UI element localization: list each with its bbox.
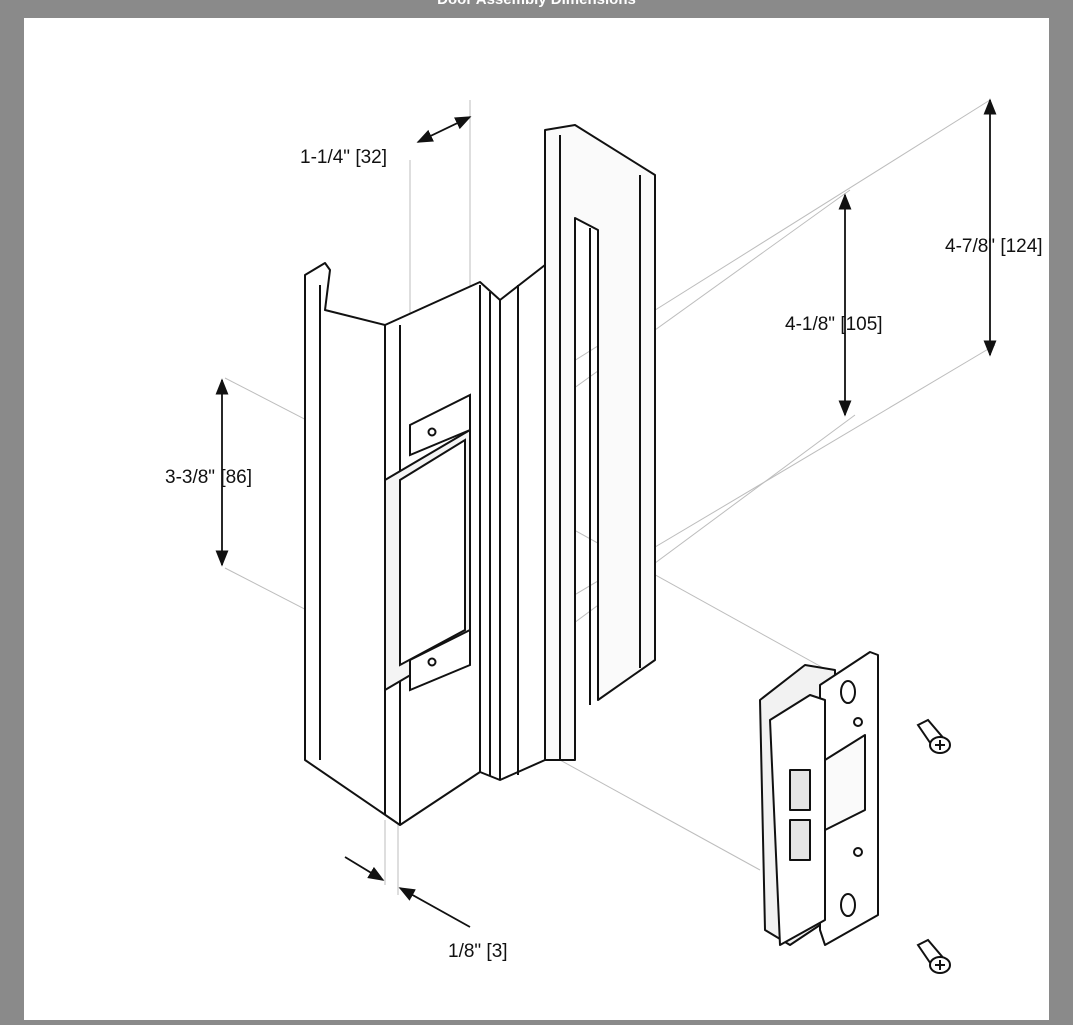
dim-label-inner-height: 4-1/8" [105]: [785, 314, 883, 335]
page-title: Door Assembly Dimensions: [0, 0, 1073, 15]
dim-label-cutout-depth: 1-1/4" [32]: [300, 147, 387, 168]
strike-cutout: [384, 393, 471, 692]
dim-label-cutout-height: 3-3/8" [86]: [165, 467, 252, 488]
phillips-screw-icon-bottom: [916, 938, 951, 974]
dim-arrow-cutout-depth: [416, 116, 472, 143]
electric-strike: [759, 651, 879, 946]
dim-label-outer-height: 4-7/8" [124]: [945, 236, 1043, 257]
dim-label-lip-offset: 1/8" [3]: [448, 941, 508, 962]
dim-arrow-lip-right: [398, 887, 471, 928]
dim-arrow-lip-left: [344, 856, 385, 881]
frame-profile: [304, 124, 656, 826]
dimension-arrows: [215, 98, 997, 928]
phillips-screw-icon-top: [916, 718, 951, 754]
